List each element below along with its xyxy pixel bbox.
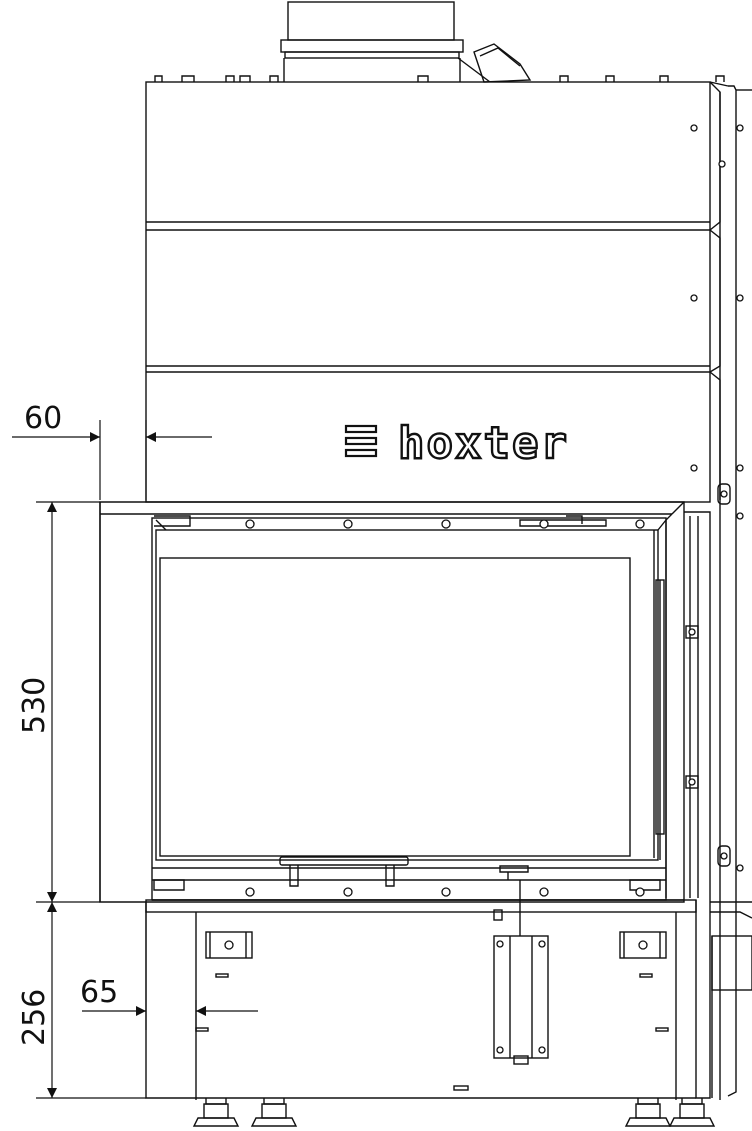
foot-3 <box>624 1098 672 1127</box>
foot-1 <box>192 1098 240 1127</box>
dim-base-offset: 65 <box>80 975 118 1010</box>
brand-name: hoxter <box>398 418 569 469</box>
flue-collar <box>280 1 532 83</box>
foot-4 <box>668 1098 716 1127</box>
dim-base-height: 256 <box>17 989 52 1046</box>
door-frame <box>99 483 731 903</box>
adjustable-feet <box>192 1098 716 1127</box>
dimension-lines <box>12 420 258 1099</box>
brand-logo: hoxter <box>344 417 569 470</box>
dim-opening-height: 530 <box>17 677 52 734</box>
upper-body <box>145 75 752 1100</box>
foot-2 <box>250 1098 298 1127</box>
base-box <box>145 880 752 1100</box>
dim-top-offset: 60 <box>24 401 62 436</box>
screws <box>224 124 744 1054</box>
